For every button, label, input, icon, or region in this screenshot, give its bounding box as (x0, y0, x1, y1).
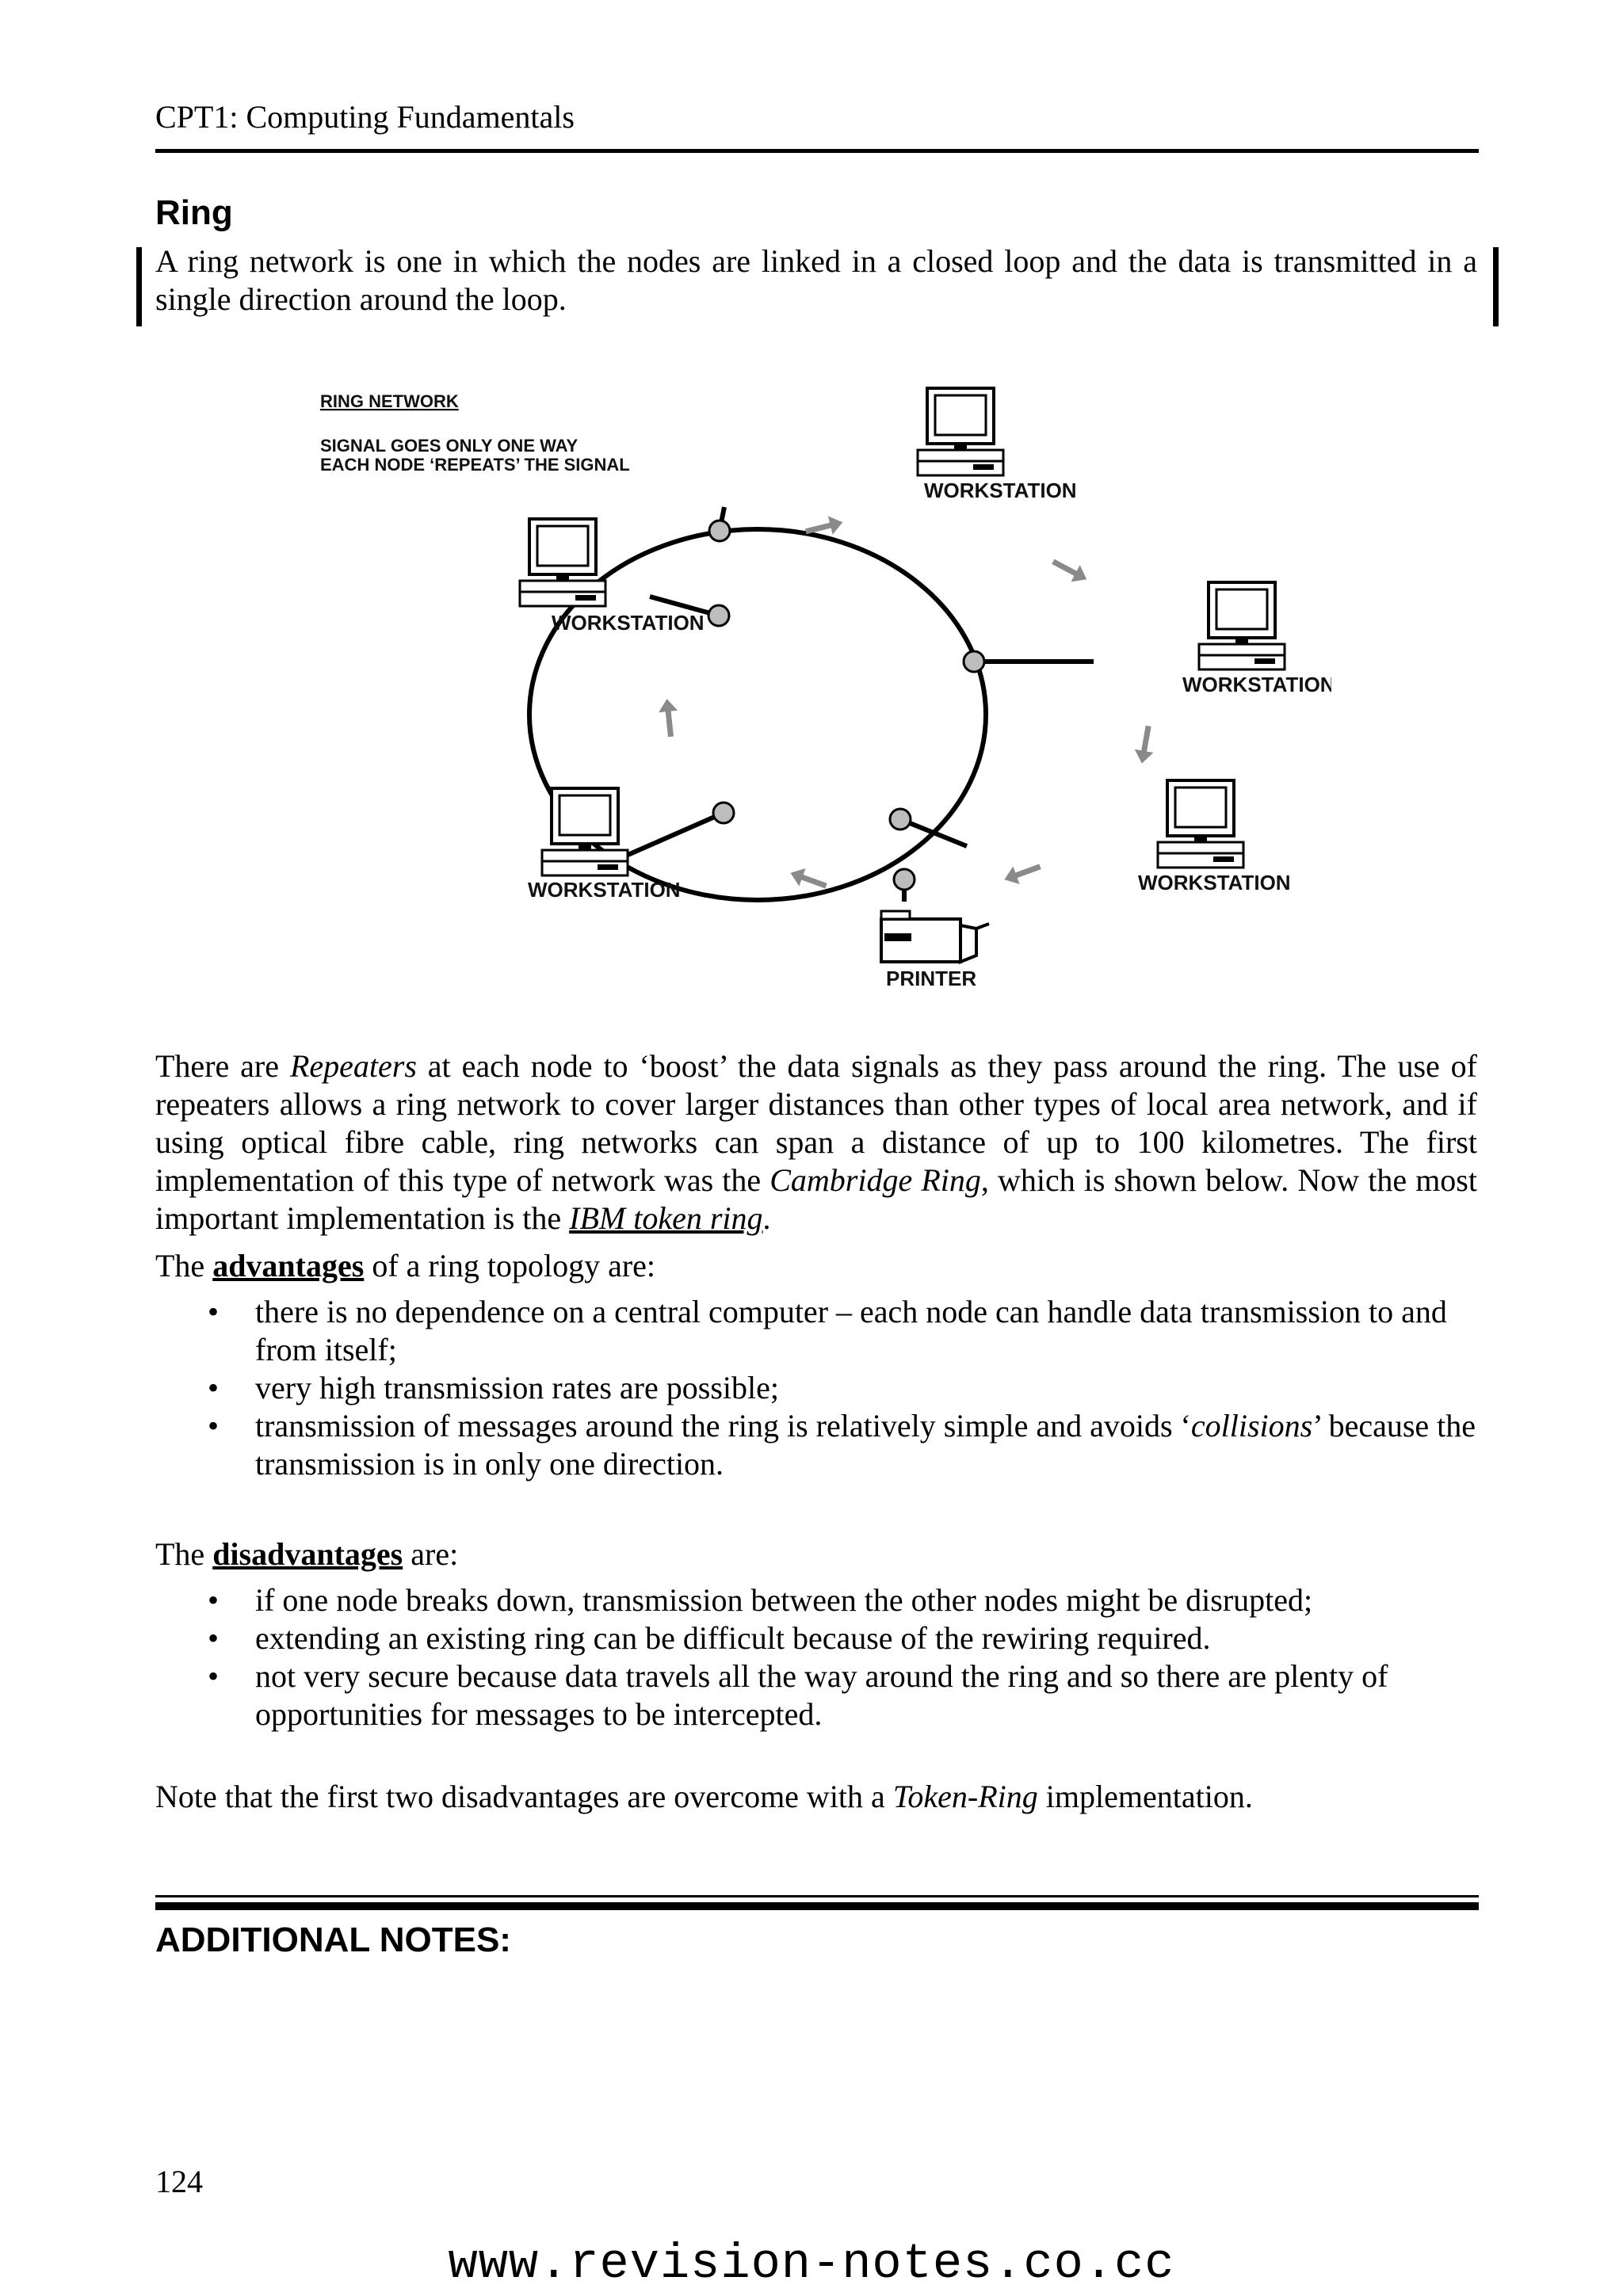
header-rule (155, 149, 1479, 153)
workstation-upper-left-label: WORKSTATION (552, 611, 705, 635)
diagram-caption-line2: EACH NODE ‘REPEATS’ THE SIGNAL (320, 455, 630, 475)
list-item: • there is no dependence on a central com… (155, 1293, 1477, 1369)
text-run: at each node to ‘boost’ the data signals… (155, 1048, 1477, 1198)
footer-url[interactable]: www.revision-notes.co.cc (448, 2236, 1175, 2292)
advantages-list: • there is no dependence on a central com… (155, 1293, 1477, 1483)
repeater-node (707, 604, 731, 627)
bullet-icon: • (208, 1582, 220, 1618)
signal-direction-arrow (1001, 858, 1043, 889)
repeater-node (712, 801, 735, 825)
printer-icon (880, 910, 990, 964)
printer-label: PRINTER (886, 967, 976, 990)
list-item-text: there is no dependence on a central comp… (255, 1294, 1447, 1367)
text-run: The (155, 1248, 213, 1283)
repeater-node (962, 650, 986, 673)
text-run: , which is shown below. Now the most imp… (155, 1162, 1477, 1236)
workstation-lower-left-label: WORKSTATION (528, 878, 681, 902)
workstation-top-icon (916, 387, 1005, 477)
bullet-icon: • (208, 1658, 220, 1694)
repeater-node (888, 807, 912, 831)
term-cambridge-ring: Cambridge Ring (769, 1162, 981, 1198)
term-token-ring: Token-Ring (892, 1779, 1038, 1814)
change-bar-left (136, 247, 142, 326)
diagram-caption-line1: SIGNAL GOES ONLY ONE WAY (320, 436, 579, 456)
ring-cable (527, 527, 988, 902)
text-run: There are (155, 1048, 290, 1084)
text-run: transmission of messages around the ring… (255, 1408, 1191, 1444)
change-bar-right (1493, 247, 1499, 326)
text-run: The (155, 1536, 213, 1572)
repeater-node (892, 868, 916, 891)
list-item-text: if one node breaks down, transmission be… (255, 1582, 1313, 1618)
term-repeaters: Repeaters (289, 1048, 417, 1084)
link-upper-left (649, 594, 720, 618)
signal-direction-arrow (1048, 553, 1091, 588)
workstation-upper-left-icon (518, 517, 607, 608)
link-ibm-token-ring[interactable]: IBM token ring (569, 1200, 763, 1236)
term-collisions: collisions (1190, 1408, 1313, 1444)
workstation-lower-left-icon (540, 787, 629, 877)
list-item-text: very high transmission rates are possibl… (255, 1370, 779, 1405)
token-ring-note: Note that the first two disadvantages ar… (155, 1778, 1253, 1816)
workstation-top-label: WORKSTATION (924, 479, 1077, 502)
list-item: • transmission of messages around the rin… (155, 1407, 1477, 1483)
repeaters-paragraph: There are Repeaters at each node to ‘boo… (155, 1047, 1477, 1238)
text-run: of a ring topology are: (364, 1248, 656, 1283)
text-run: implementation. (1037, 1779, 1253, 1814)
list-item: • not very secure because data travels al… (155, 1657, 1477, 1733)
page-number: 124 (155, 2164, 203, 2199)
bullet-icon: • (208, 1294, 220, 1329)
signal-direction-arrow (1132, 724, 1158, 765)
advantages-lead: The advantages of a ring topology are: (155, 1247, 655, 1285)
bullet-icon: • (208, 1620, 220, 1656)
list-item: • if one node breaks down, transmission b… (155, 1581, 1477, 1619)
link-lower-left (624, 810, 725, 858)
section-title: Ring (155, 193, 233, 232)
signal-direction-arrow (658, 698, 681, 738)
list-item: • extending an existing ring can be diffi… (155, 1619, 1477, 1657)
running-header: CPT1: Computing Fundamentals (155, 99, 575, 135)
link-lower-right (899, 817, 968, 849)
repeater-node (708, 519, 731, 543)
disadvantages-list: • if one node breaks down, transmission b… (155, 1581, 1477, 1733)
workstation-upper-right-label: WORKSTATION (1182, 673, 1331, 696)
text-run: are: (403, 1536, 459, 1572)
notes-divider-thick (155, 1902, 1479, 1910)
workstation-upper-right-icon (1197, 581, 1286, 671)
text-run: ’ because the transmission is in only on… (255, 1408, 1476, 1482)
disadvantages-lead: The disadvantages are: (155, 1535, 458, 1573)
notes-divider (155, 1895, 1479, 1897)
list-item-text: not very secure because data travels all… (255, 1658, 1388, 1732)
workstation-lower-right-label: WORKSTATION (1138, 871, 1291, 894)
ring-network-diagram: RING NETWORK SIGNAL GOES ONLY ONE WAY EA… (301, 372, 1331, 1006)
list-item-text: extending an existing ring can be diffic… (255, 1620, 1211, 1656)
intro-paragraph: A ring network is one in which the nodes… (155, 243, 1477, 317)
text-run: Note that the first two disadvantages ar… (155, 1779, 893, 1814)
list-item: • very high transmission rates are possib… (155, 1369, 1477, 1407)
bullet-icon: • (208, 1408, 220, 1444)
advantages-keyword: advantages (212, 1248, 365, 1283)
text-run: . (762, 1200, 771, 1236)
workstation-lower-right-icon (1156, 779, 1245, 869)
additional-notes-heading: ADDITIONAL NOTES: (155, 1920, 511, 1959)
disadvantages-keyword: disadvantages (212, 1536, 403, 1572)
diagram-title: RING NETWORK (320, 391, 459, 411)
bullet-icon: • (208, 1370, 220, 1405)
